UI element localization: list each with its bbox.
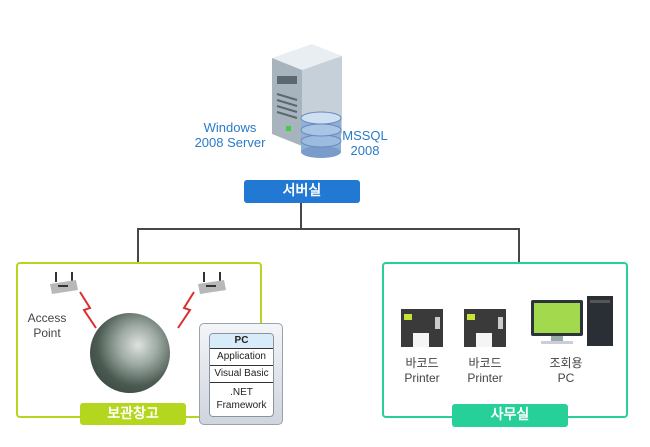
connector-vertical-server <box>300 203 302 230</box>
desktop-pc-icon <box>531 296 613 346</box>
device-label-line1: 조회용 <box>549 356 583 370</box>
access-point-line2: Point <box>33 326 61 340</box>
access-point-icon <box>50 272 78 294</box>
device-label-line1: 바코드 <box>405 356 439 370</box>
office-device-label: 조회용 PC <box>542 356 590 386</box>
device-label-line1: 바코드 <box>468 356 502 370</box>
device-label-line2: PC <box>557 371 575 385</box>
pc-stack-layer: .NET Framework <box>216 387 267 411</box>
device-label-line2: Printer <box>467 371 503 385</box>
pc-stack-layer: Visual Basic <box>210 366 273 383</box>
device-label-line2: Printer <box>404 371 440 385</box>
access-point-line1: Access <box>27 311 67 325</box>
db-label-line2: 2008 <box>350 143 380 158</box>
pc-software-stack: PC Application Visual Basic .NET Framewo… <box>199 323 283 425</box>
pc-stack-title: PC <box>210 334 273 349</box>
os-label-line2: 2008 Server <box>194 135 266 150</box>
wireless-signal-icon <box>79 291 97 329</box>
db-label-line1: MSSQL <box>342 128 388 143</box>
pc-stack-layer: Application <box>210 349 273 366</box>
office-device-label: 바코드 Printer <box>461 356 509 386</box>
access-point-icon <box>198 272 226 294</box>
connector-left <box>137 228 139 262</box>
barcode-printer-icon <box>401 309 443 347</box>
server-room-label: 서버실 <box>244 180 360 203</box>
access-point-label: Access Point <box>22 311 72 341</box>
connector-horizontal <box>137 228 520 230</box>
office-label: 사무실 <box>452 404 568 427</box>
warehouse-photo <box>90 313 170 393</box>
database-icon <box>300 111 342 158</box>
os-label-line1: Windows <box>203 120 257 135</box>
wireless-signal-icon <box>177 291 195 329</box>
os-label: Windows 2008 Server <box>190 120 270 150</box>
db-label: MSSQL 2008 <box>340 128 390 158</box>
barcode-printer-icon <box>464 309 506 347</box>
warehouse-label: 보관창고 <box>80 403 186 425</box>
connector-right <box>518 228 520 262</box>
office-device-label: 바코드 Printer <box>398 356 446 386</box>
